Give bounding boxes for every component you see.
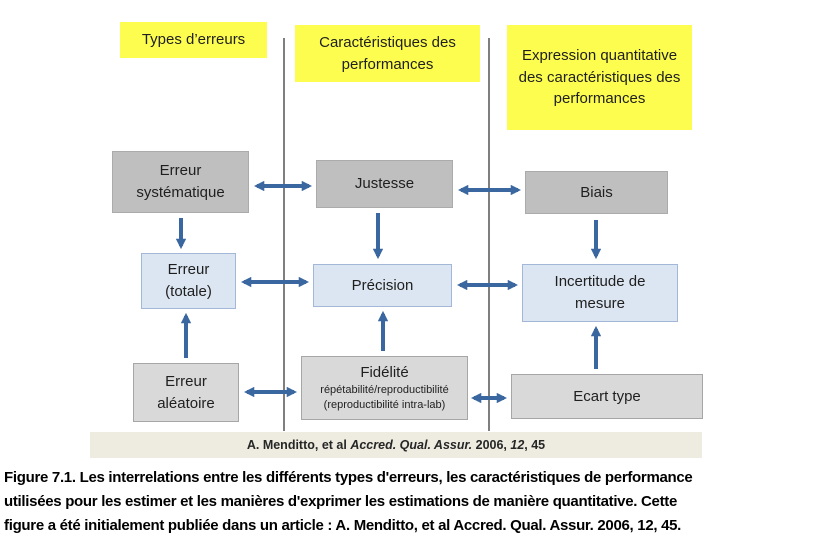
caption-line-3: figure a été initialement publiée dans u… bbox=[4, 517, 682, 534]
column-header-caracteristiques: Caractéristiques des performances bbox=[295, 25, 480, 82]
box-precision: Précision bbox=[313, 264, 452, 307]
figure-caption: Figure 7.1. Les interrelations entre les… bbox=[4, 466, 812, 538]
box-fidelite: Fidélité répétabilité/reproductibilité (… bbox=[301, 356, 468, 420]
box-ecart-type: Ecart type bbox=[511, 374, 703, 419]
caption-line-2: utilisées pour les estimer et les manièr… bbox=[4, 493, 678, 510]
column-header-types-erreurs: Types d’erreurs bbox=[120, 22, 267, 58]
citation-journal: Accred. Qual. Assur. bbox=[350, 438, 473, 452]
box-incertitude-de-mesure: Incertitude de mesure bbox=[522, 264, 678, 322]
box-justesse: Justesse bbox=[316, 160, 453, 208]
box-biais: Biais bbox=[525, 171, 668, 214]
box-erreur-systematique: Erreur systématique bbox=[112, 151, 249, 213]
arrows-and-dividers-layer bbox=[175, 38, 602, 431]
caption-line-1: Figure 7.1. Les interrelations entre les… bbox=[4, 469, 693, 486]
source-citation-bar: A. Menditto, et al Accred. Qual. Assur. … bbox=[90, 432, 702, 458]
box-erreur-totale: Erreur (totale) bbox=[141, 253, 236, 309]
citation-page: , 45 bbox=[524, 438, 546, 452]
citation-year: 2006, bbox=[472, 438, 511, 452]
fidelite-title: Fidélité bbox=[360, 364, 409, 382]
fidelite-subline-intralab: (reproductibilité intra-lab) bbox=[323, 398, 446, 411]
box-erreur-aleatoire: Erreur aléatoire bbox=[133, 363, 239, 422]
citation-volume: 12 bbox=[510, 438, 525, 452]
column-header-expression-quantitative: Expression quantitative des caractéristi… bbox=[507, 25, 692, 130]
error-relations-diagram: Types d’erreurs Caractéristiques des per… bbox=[90, 22, 703, 458]
fidelite-subline-repetabilite: répétabilité/reproductibilité bbox=[320, 383, 449, 396]
citation-authors: A. Menditto, et al bbox=[246, 438, 351, 452]
